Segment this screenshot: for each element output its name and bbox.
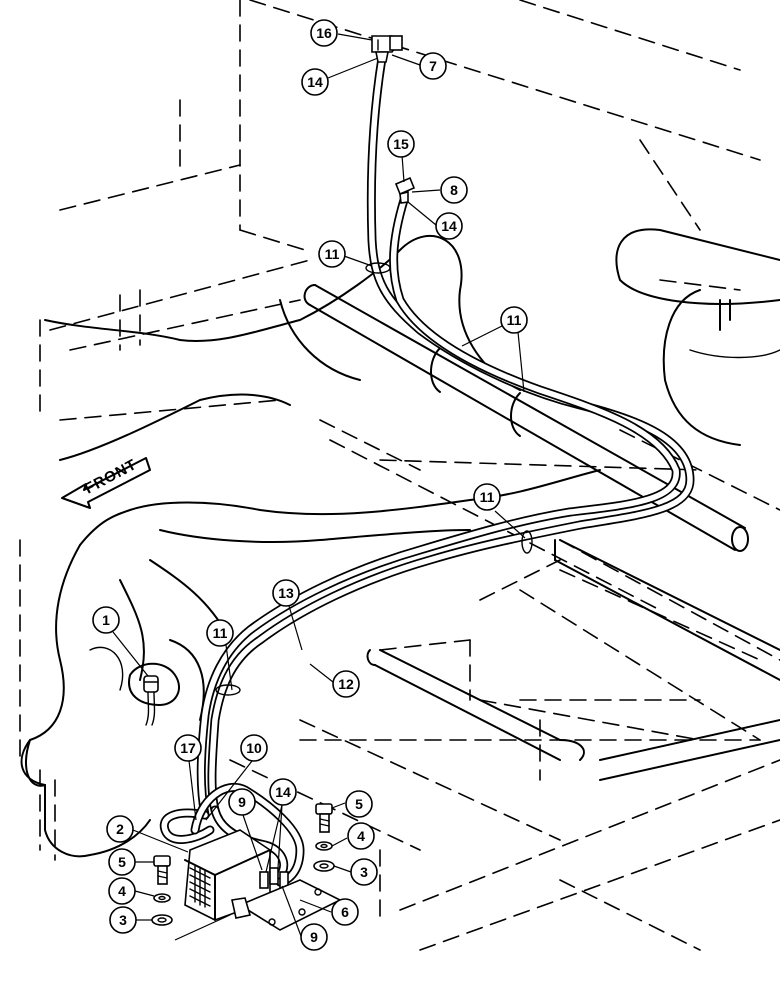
hose-assembly [159, 53, 695, 887]
callout-14-mid: 14 [435, 212, 463, 240]
svg-text:9: 9 [238, 794, 246, 810]
callout-3-left: 3 [109, 906, 137, 934]
callout-12: 12 [332, 670, 360, 698]
callout-3-right: 3 [350, 858, 378, 886]
callout-9-lower: 9 [300, 923, 328, 951]
svg-text:7: 7 [429, 58, 437, 74]
callout-11-upper: 11 [318, 240, 346, 268]
svg-text:6: 6 [341, 904, 349, 920]
svg-text:1: 1 [102, 612, 110, 628]
svg-text:5: 5 [118, 854, 126, 870]
hose-fittings [371, 35, 416, 204]
svg-text:3: 3 [119, 912, 127, 928]
front-direction-arrow: FRONT [61, 456, 151, 509]
callout-11-sleeves: 11 [500, 306, 528, 334]
svg-text:11: 11 [507, 312, 522, 328]
callout-4-left: 4 [108, 877, 136, 905]
svg-text:15: 15 [393, 136, 409, 152]
svg-text:4: 4 [357, 828, 365, 844]
svg-text:11: 11 [213, 625, 228, 641]
svg-text:14: 14 [307, 74, 323, 90]
svg-text:11: 11 [480, 489, 495, 505]
callout-17: 17 [174, 734, 202, 762]
svg-text:14: 14 [441, 218, 457, 234]
svg-text:5: 5 [355, 796, 363, 812]
callout-16: 16 [310, 19, 338, 47]
sensor-switch [143, 675, 159, 726]
svg-text:16: 16 [316, 25, 332, 41]
svg-text:9: 9 [310, 929, 318, 945]
callout-13: 13 [272, 579, 300, 607]
callout-6: 6 [331, 898, 359, 926]
dryer-unit [174, 829, 342, 941]
callout-11-lower: 11 [206, 619, 234, 647]
chassis-outlines [20, 228, 780, 858]
callout-10: 10 [240, 734, 268, 762]
callout-4-right: 4 [347, 822, 375, 850]
svg-text:3: 3 [360, 864, 368, 880]
leader-lines [112, 33, 526, 937]
callout-11-middle: 11 [473, 483, 501, 511]
svg-text:13: 13 [278, 585, 294, 601]
callout-8: 8 [440, 176, 468, 204]
hardware-left [151, 855, 173, 926]
callout-2: 2 [106, 815, 134, 843]
callout-1: 1 [92, 606, 120, 634]
callout-5-left: 5 [108, 848, 136, 876]
dryer-grille [189, 865, 211, 908]
hardware-right [313, 803, 335, 872]
callout-7: 7 [419, 52, 447, 80]
svg-text:8: 8 [450, 182, 458, 198]
callout-15: 15 [387, 130, 415, 158]
svg-text:4: 4 [118, 883, 126, 899]
svg-text:11: 11 [325, 246, 340, 262]
callout-14-lower: 14 [269, 778, 297, 806]
svg-text:14: 14 [275, 784, 291, 800]
svg-text:17: 17 [180, 740, 196, 756]
callout-14-upper: 14 [301, 68, 329, 96]
svg-text:2: 2 [116, 821, 124, 837]
callout-5-right: 5 [345, 790, 373, 818]
callout-9-upper: 9 [228, 788, 256, 816]
svg-text:10: 10 [246, 740, 262, 756]
svg-text:12: 12 [338, 676, 354, 692]
